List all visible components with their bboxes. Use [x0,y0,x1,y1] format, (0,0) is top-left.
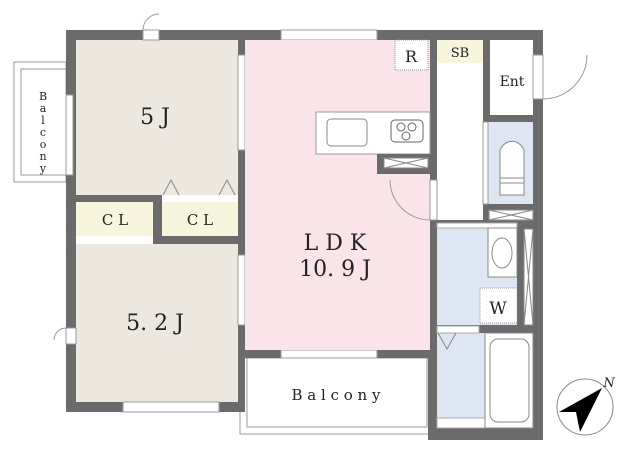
shoe-box [437,40,483,63]
shoe-box-label: SB [451,46,469,61]
side-balcony-letter: c [40,126,46,139]
bottom-balcony: B a l c o n y [239,357,431,435]
closet-left-label: C L [102,211,128,229]
bottom-balcony-label: B a l c o n y [292,386,381,404]
closet-right [162,202,238,236]
bedroom-5-2j [76,244,238,402]
bedroom-5j [76,40,238,195]
bath-dressing [437,333,485,418]
ldk [245,40,430,350]
north-arrow-icon [559,388,602,432]
kitchen-counter [315,111,431,155]
bathtub-icon [489,338,530,423]
bedroom-5-2j-label: 5. 2 J [126,311,184,336]
side-balcony-letter: n [39,150,46,163]
closet-left [76,202,153,236]
refrigerator-space [394,39,429,71]
washer-space [479,287,518,324]
refrigerator-label: R [405,47,418,66]
north-compass: N [556,376,615,436]
ldk-label: L D K [304,231,367,256]
hallway [437,63,483,220]
compass-north-label: N [602,376,615,391]
ldk-size: 10. 9 J [299,257,371,282]
toilet-icon [499,140,525,196]
closet-right-label: C L [187,211,213,229]
side-balcony-letter: o [40,138,47,151]
side-balcony-letter: B [39,90,47,103]
side-balcony-letter: a [40,102,47,115]
side-balcony-letter: l [41,114,45,127]
entrance [490,40,533,115]
bedroom-5j-label: 5 J [140,105,170,130]
entrance-door[interactable] [532,54,544,100]
entrance-label: Ent [500,74,525,90]
side-balcony-letter: y [39,162,47,175]
washer-label: W [489,299,507,319]
